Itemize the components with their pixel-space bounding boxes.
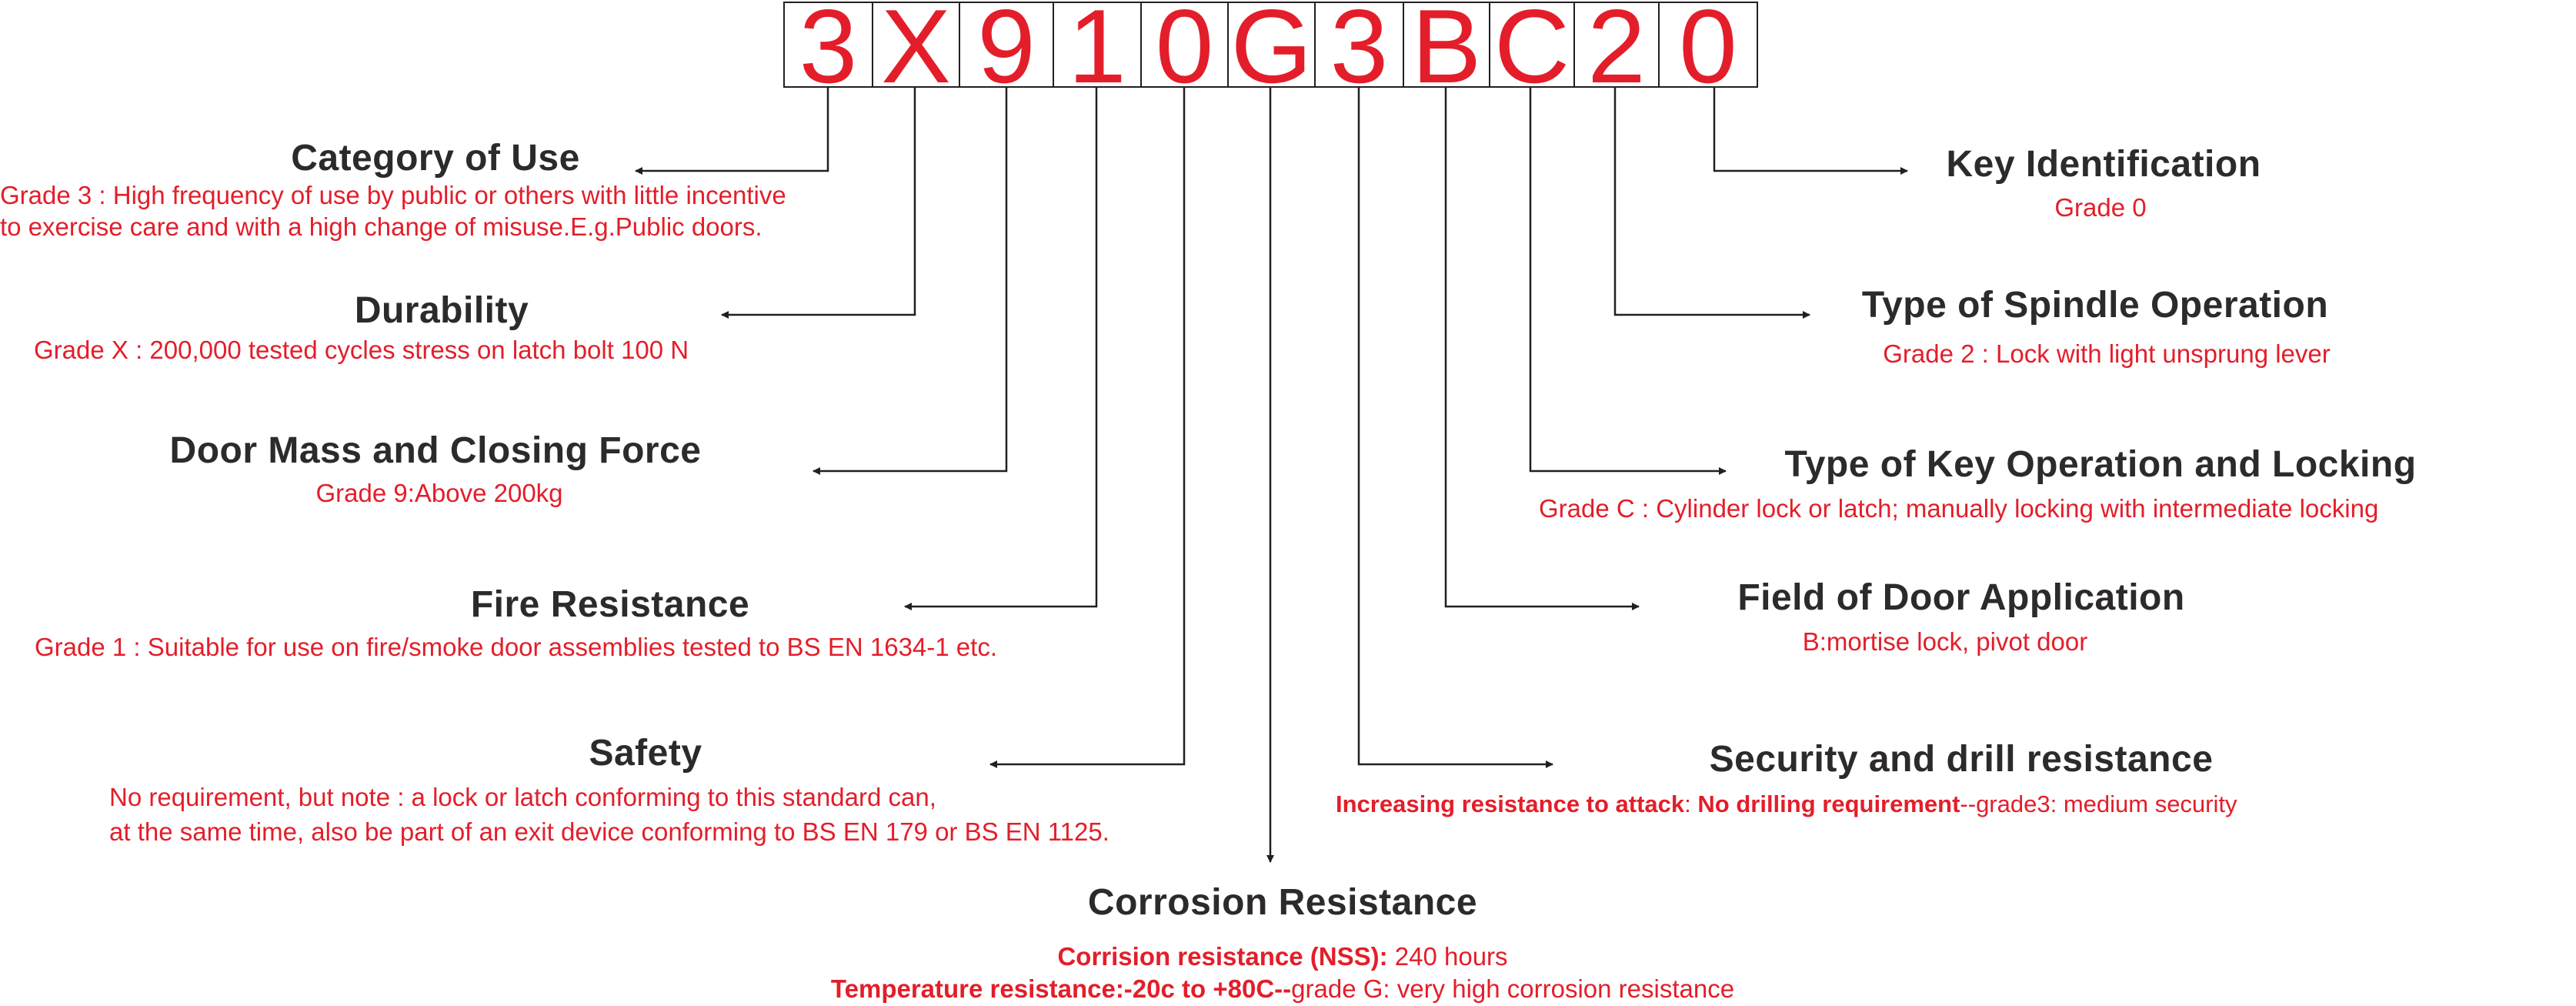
code-cell-9: C: [1489, 2, 1575, 88]
connector-security: [1357, 88, 1553, 768]
code-cell-1: 3: [783, 2, 873, 88]
connector-spindle: [1613, 88, 1810, 319]
connector-durability: [721, 88, 916, 319]
code-cell-7: 3: [1314, 2, 1404, 88]
code-cell-8: B: [1403, 2, 1490, 88]
code-char-11: 0: [1679, 2, 1737, 88]
code-char-9: C: [1493, 2, 1570, 88]
category-of-use-title: Category of Use: [291, 138, 580, 179]
door-mass-desc: Grade 9:Above 200kg: [315, 479, 563, 507]
spindle-desc: Grade 2 : Lock with light unsprung lever: [1883, 339, 2331, 368]
code-char-5: 0: [1155, 2, 1214, 88]
durability-desc: Grade X : 200,000 tested cycles stress o…: [34, 336, 689, 364]
corrosion-desc-line2: Temperature resistance:-20c to +80C--gra…: [830, 974, 1735, 1003]
connector-key-identification: [1713, 88, 1908, 175]
connector-safety: [989, 88, 1186, 768]
security-desc: Increasing resistance to attack: No dril…: [1336, 790, 2237, 817]
connector-field-of-door: [1444, 88, 1640, 610]
code-cell-3: 9: [959, 2, 1054, 88]
code-char-3: 9: [977, 2, 1036, 88]
connector-door-mass: [813, 88, 1008, 475]
connector-key-operation: [1529, 88, 1727, 475]
code-char-2: X: [881, 2, 951, 88]
code-char-10: 2: [1587, 2, 1646, 88]
door-mass-title: Door Mass and Closing Force: [169, 430, 702, 471]
code-cell-4: 1: [1053, 2, 1142, 88]
safety-desc-line2: at the same time, also be part of an exi…: [109, 817, 1109, 846]
fire-resistance-title: Fire Resistance: [470, 584, 750, 625]
code-cell-10: 2: [1573, 2, 1660, 88]
code-char-7: 3: [1330, 2, 1389, 88]
code-char-4: 1: [1068, 2, 1126, 88]
fire-resistance-desc: Grade 1 : Suitable for use on fire/smoke…: [35, 633, 997, 661]
key-operation-title: Type of Key Operation and Locking: [1784, 444, 2417, 485]
connector-fire-resistance: [904, 88, 1098, 610]
field-of-door-title: Field of Door Application: [1737, 577, 2185, 618]
corrosion-desc-line1: Corrision resistance (NSS): 240 hours: [1057, 942, 1508, 971]
security-title: Security and drill resistance: [1709, 739, 2214, 780]
spindle-title: Type of Spindle Operation: [1861, 285, 2329, 326]
code-char-6: G: [1230, 2, 1313, 88]
corrosion-title: Corrosion Resistance: [1087, 882, 1478, 923]
code-cell-11: 0: [1658, 2, 1758, 88]
key-identification-desc: Grade 0: [2054, 193, 2147, 222]
category-of-use-desc-line2: to exercise care and with a high change …: [0, 212, 762, 241]
code-cell-5: 0: [1140, 2, 1229, 88]
key-operation-desc: Grade C : Cylinder lock or latch; manual…: [1539, 494, 2379, 523]
code-char-1: 3: [799, 2, 858, 88]
durability-title: Durability: [354, 290, 529, 331]
code-cell-6: G: [1227, 2, 1316, 88]
field-of-door-desc: B:mortise lock, pivot door: [1802, 627, 2088, 656]
code-cell-2: X: [872, 2, 960, 88]
safety-title: Safety: [589, 733, 702, 774]
category-of-use-desc-line1: Grade 3 : High frequency of use by publi…: [0, 181, 786, 209]
connector-category-of-use: [635, 88, 829, 175]
safety-desc-line1: No requirement, but note : a lock or lat…: [109, 783, 936, 811]
key-identification-title: Key Identification: [1946, 144, 2261, 185]
code-char-8: B: [1411, 2, 1482, 88]
